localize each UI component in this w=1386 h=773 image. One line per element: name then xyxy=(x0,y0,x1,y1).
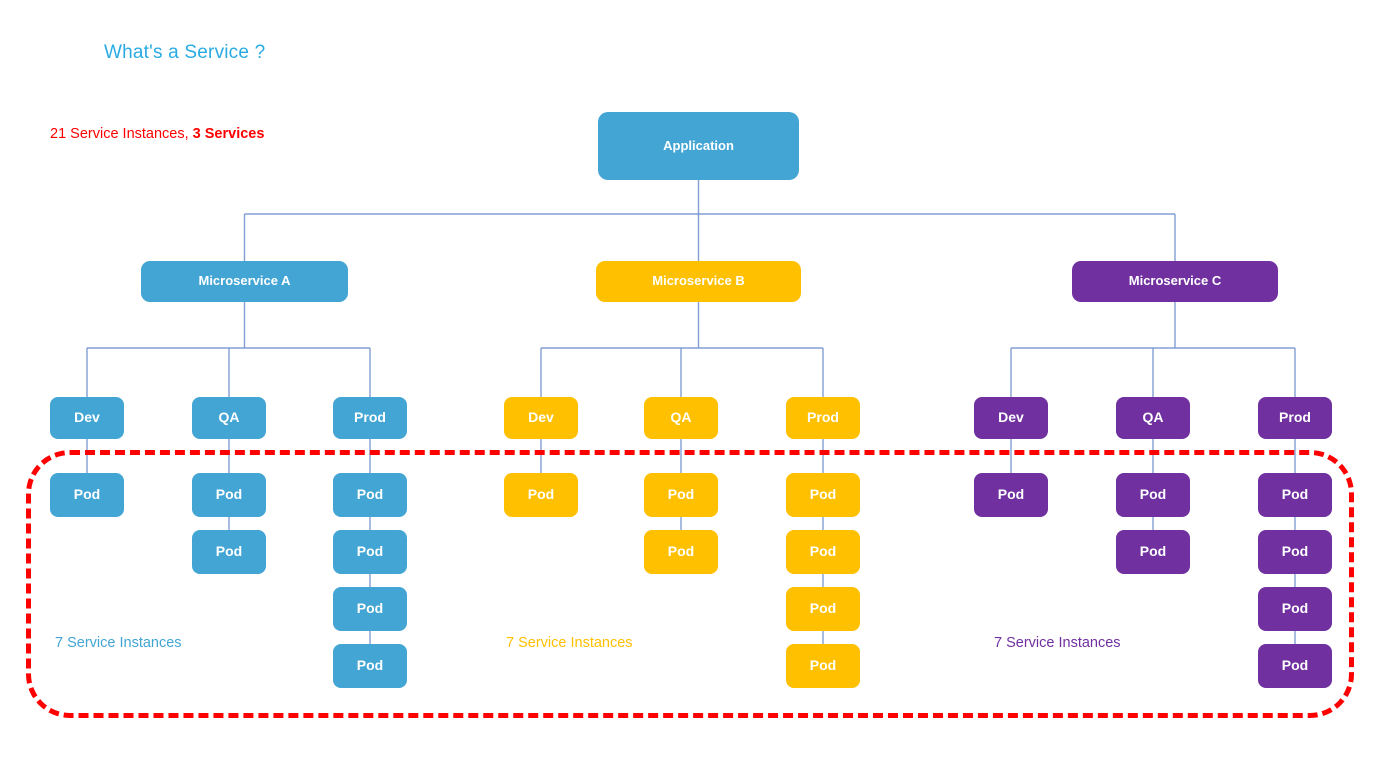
pod-node-2-0-0[interactable]: Pod xyxy=(974,473,1048,517)
environment-node-0-2-label: Prod xyxy=(354,409,386,426)
pod-node-0-2-0[interactable]: Pod xyxy=(333,473,407,517)
page-title: What's a Service ? xyxy=(104,42,266,63)
microservice-node-0-label: Microservice A xyxy=(198,273,291,289)
pod-node-1-2-3-label: Pod xyxy=(809,657,837,674)
environment-node-2-0[interactable]: Dev xyxy=(974,397,1048,439)
microservice-node-1[interactable]: Microservice B xyxy=(596,261,801,302)
environment-node-1-0[interactable]: Dev xyxy=(504,397,578,439)
environment-node-1-2[interactable]: Prod xyxy=(786,397,860,439)
pod-node-2-1-0[interactable]: Pod xyxy=(1116,473,1190,517)
pod-node-0-0-0[interactable]: Pod xyxy=(50,473,124,517)
pod-node-0-2-1-label: Pod xyxy=(356,543,384,560)
pod-node-1-2-1-label: Pod xyxy=(809,543,837,560)
environment-node-2-1-label: QA xyxy=(1142,409,1164,426)
group-instance-caption-0: 7 Service Instances xyxy=(55,635,182,651)
summary-caption-strong: 3 Services xyxy=(192,126,265,142)
environment-node-1-0-label: Dev xyxy=(528,409,554,426)
pod-node-2-2-2[interactable]: Pod xyxy=(1258,587,1332,631)
microservice-node-2[interactable]: Microservice C xyxy=(1072,261,1278,302)
application-node-label: Application xyxy=(663,137,734,153)
environment-node-2-2[interactable]: Prod xyxy=(1258,397,1332,439)
microservice-node-2-label: Microservice C xyxy=(1128,273,1222,289)
pod-node-0-1-0[interactable]: Pod xyxy=(192,473,266,517)
pod-node-1-1-1[interactable]: Pod xyxy=(644,530,718,574)
environment-node-0-0-label: Dev xyxy=(74,409,100,426)
pod-node-2-2-0-label: Pod xyxy=(1281,486,1309,503)
environment-node-0-1-label: QA xyxy=(218,409,240,426)
pod-node-2-1-1[interactable]: Pod xyxy=(1116,530,1190,574)
application-node[interactable]: Application xyxy=(598,112,799,180)
summary-caption-prefix: 21 Service Instances, xyxy=(50,126,193,142)
group-instance-caption-1: 7 Service Instances xyxy=(506,635,633,651)
pod-node-2-2-2-label: Pod xyxy=(1281,600,1309,617)
pod-node-0-2-0-label: Pod xyxy=(356,486,384,503)
environment-node-2-0-label: Dev xyxy=(998,409,1024,426)
pod-node-0-2-3[interactable]: Pod xyxy=(333,644,407,688)
pod-node-1-2-0[interactable]: Pod xyxy=(786,473,860,517)
environment-node-0-2[interactable]: Prod xyxy=(333,397,407,439)
pod-node-0-2-1[interactable]: Pod xyxy=(333,530,407,574)
environment-node-2-1[interactable]: QA xyxy=(1116,397,1190,439)
microservice-node-1-label: Microservice B xyxy=(652,273,745,289)
microservice-node-0[interactable]: Microservice A xyxy=(141,261,348,302)
environment-node-0-1[interactable]: QA xyxy=(192,397,266,439)
pod-node-0-2-2-label: Pod xyxy=(356,600,384,617)
pod-node-0-2-2[interactable]: Pod xyxy=(333,587,407,631)
summary-caption: 21 Service Instances, 3 Services xyxy=(50,126,264,142)
pod-node-2-2-1[interactable]: Pod xyxy=(1258,530,1332,574)
environment-node-1-1[interactable]: QA xyxy=(644,397,718,439)
service-boundary-outline xyxy=(26,450,1354,718)
environment-node-1-2-label: Prod xyxy=(807,409,839,426)
environment-node-1-1-label: QA xyxy=(670,409,692,426)
pod-node-1-2-2-label: Pod xyxy=(809,600,837,617)
pod-node-2-0-0-label: Pod xyxy=(997,486,1025,503)
pod-node-0-1-1[interactable]: Pod xyxy=(192,530,266,574)
pod-node-0-1-1-label: Pod xyxy=(215,543,243,560)
pod-node-2-2-3[interactable]: Pod xyxy=(1258,644,1332,688)
pod-node-1-0-0[interactable]: Pod xyxy=(504,473,578,517)
pod-node-1-1-0[interactable]: Pod xyxy=(644,473,718,517)
pod-node-1-2-2[interactable]: Pod xyxy=(786,587,860,631)
pod-node-0-0-0-label: Pod xyxy=(73,486,101,503)
pod-node-0-2-3-label: Pod xyxy=(356,657,384,674)
pod-node-1-2-3[interactable]: Pod xyxy=(786,644,860,688)
pod-node-1-2-1[interactable]: Pod xyxy=(786,530,860,574)
pod-node-2-2-0[interactable]: Pod xyxy=(1258,473,1332,517)
pod-node-1-1-0-label: Pod xyxy=(667,486,695,503)
pod-node-2-1-0-label: Pod xyxy=(1139,486,1167,503)
pod-node-1-1-1-label: Pod xyxy=(667,543,695,560)
pod-node-2-2-3-label: Pod xyxy=(1281,657,1309,674)
pod-node-2-1-1-label: Pod xyxy=(1139,543,1167,560)
pod-node-2-2-1-label: Pod xyxy=(1281,543,1309,560)
environment-node-0-0[interactable]: Dev xyxy=(50,397,124,439)
pod-node-0-1-0-label: Pod xyxy=(215,486,243,503)
pod-node-1-0-0-label: Pod xyxy=(527,486,555,503)
environment-node-2-2-label: Prod xyxy=(1279,409,1311,426)
pod-node-1-2-0-label: Pod xyxy=(809,486,837,503)
group-instance-caption-2: 7 Service Instances xyxy=(994,635,1121,651)
